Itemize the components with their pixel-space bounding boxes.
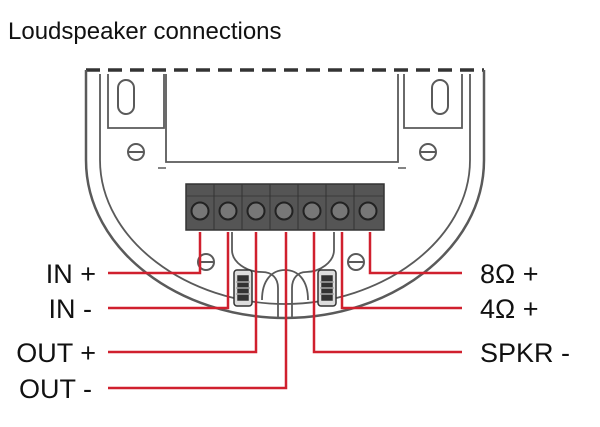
label-8ohm-plus: 8Ω +: [480, 259, 538, 289]
terminal-screw-7: [358, 201, 378, 221]
terminal-block: [185, 183, 385, 231]
terminal-screw-2: [218, 201, 238, 221]
terminal-screw-4: [274, 201, 294, 221]
terminal-screw-5: [302, 201, 322, 221]
label-out-plus: OUT +: [16, 338, 96, 368]
left-cable-clip: [233, 269, 253, 307]
label-4ohm-plus: 4Ω +: [480, 294, 538, 324]
label-out-minus: OUT -: [19, 374, 92, 404]
label-in-plus: IN +: [46, 259, 96, 289]
wire-4ohm-plus: [340, 232, 462, 310]
wire-out-minus: [108, 232, 288, 390]
right-cable-clip: [317, 269, 337, 307]
screw-icon: [347, 253, 365, 271]
wire-in-minus: [108, 232, 230, 310]
right-mounting-bracket: [403, 74, 463, 129]
screw-icon: [197, 253, 215, 271]
diagram-title: Loudspeaker connections: [8, 18, 282, 45]
center-plate: [165, 74, 399, 163]
right-mounting-slot: [431, 79, 449, 115]
terminal-screw-6: [330, 201, 350, 221]
screw-icon: [419, 143, 437, 161]
left-mounting-bracket: [107, 74, 165, 129]
cable-channel: [231, 232, 335, 318]
screw-icon: [127, 143, 145, 161]
label-in-minus: IN -: [49, 294, 93, 324]
wire-spkr-minus: [312, 232, 462, 354]
terminal-screw-1: [190, 201, 210, 221]
terminal-screw-3: [246, 201, 266, 221]
wire-8ohm-plus: [368, 232, 462, 275]
label-spkr-minus: SPKR -: [480, 338, 570, 368]
wire-in-plus: [108, 232, 202, 275]
left-mounting-slot: [117, 79, 135, 115]
wire-out-plus: [108, 232, 258, 354]
